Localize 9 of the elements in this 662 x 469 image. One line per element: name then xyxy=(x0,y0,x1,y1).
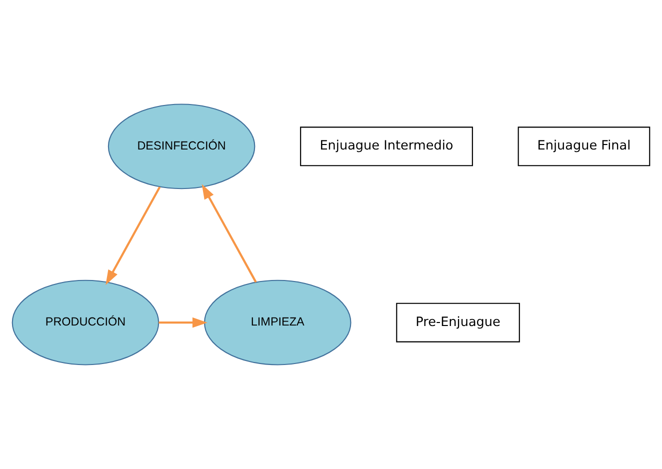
node-box: Enjuague Intermedio xyxy=(300,126,473,166)
node-box: Pre-Enjuague xyxy=(396,302,520,342)
arrow xyxy=(202,184,257,283)
arrow xyxy=(158,317,208,328)
node-ellipse: DESINFECCIÓN xyxy=(108,104,256,190)
node-ellipse: PRODUCCIÓN xyxy=(12,280,160,366)
node-ellipse: LIMPIEZA xyxy=(204,280,352,366)
node-box: Enjuague Final xyxy=(518,126,650,166)
arrow xyxy=(106,186,161,285)
